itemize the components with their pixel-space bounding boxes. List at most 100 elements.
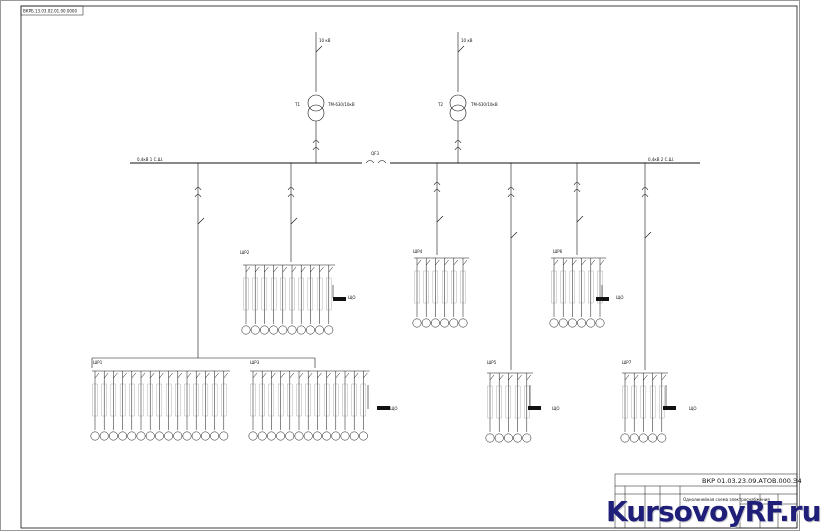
motor-symbol: [108, 431, 118, 441]
t2-id-label: T2: [437, 102, 443, 107]
outgoing-feeder: [324, 265, 334, 335]
cabinet-label-shr1: ШР1: [93, 360, 103, 365]
motor-symbol: [191, 431, 201, 441]
lighting-label-1: ЩО: [348, 295, 356, 300]
outgoing-feeder: [173, 371, 183, 441]
motor-symbol: [586, 318, 596, 328]
motor-symbol: [324, 325, 334, 335]
lighting-label-3: ЩО: [390, 406, 398, 411]
motor-symbol: [200, 431, 210, 441]
outgoing-feeder: [136, 371, 146, 441]
outgoing-feeder: [248, 371, 258, 441]
cabinet-label-shr6: ШР6: [553, 249, 563, 254]
motor-symbol: [136, 431, 146, 441]
motor-symbol: [145, 431, 155, 441]
outgoing-feeder: [567, 258, 577, 328]
outgoing-feeder: [657, 373, 667, 443]
lighting-label-4: ЩО: [552, 406, 560, 411]
outgoing-feeder: [276, 371, 286, 441]
outgoing-feeder: [200, 371, 210, 441]
lighting-panel-block: [596, 297, 609, 301]
motor-symbol: [210, 431, 220, 441]
outgoing-feeder: [99, 371, 109, 441]
outgoing-feeder: [294, 371, 304, 441]
outgoing-feeder: [522, 373, 532, 443]
motor-symbol: [340, 431, 350, 441]
motor-symbol: [629, 433, 639, 443]
lighting-panel-block: [528, 406, 541, 410]
motor-symbol: [90, 431, 100, 441]
t1-id-label: T1: [294, 102, 300, 107]
outgoing-feeder: [296, 265, 306, 335]
motor-symbol: [287, 325, 297, 335]
motor-symbol: [241, 325, 251, 335]
single-line-diagram: ВКРБ.13.03.02.01.00.0000 10 кВ T1 ТМ-630…: [0, 0, 802, 531]
motor-symbol: [440, 318, 450, 328]
motor-symbol: [99, 431, 109, 441]
motor-symbol: [322, 431, 332, 441]
outgoing-feeder: [358, 371, 368, 441]
outgoing-feeder: [257, 371, 267, 441]
outgoing-feeder: [266, 371, 276, 441]
outgoing-feeder: [549, 258, 559, 328]
outgoing-feeder: [210, 371, 220, 441]
busbar: [130, 160, 700, 164]
cabinet-label-shr3: ШР3: [250, 360, 260, 365]
motor-symbol: [285, 431, 295, 441]
outgoing-feeder: [108, 371, 118, 441]
outgoing-feeder: [620, 373, 630, 443]
feeder-lines: [91, 163, 652, 370]
cabinet-label-shr4: ШР4: [413, 249, 423, 254]
motor-symbol: [430, 318, 440, 328]
source-t1: [307, 32, 325, 163]
sheet-inner-frame: [20, 5, 798, 529]
outgoing-feeder: [340, 371, 350, 441]
motor-symbol: [485, 433, 495, 443]
motor-symbol: [349, 431, 359, 441]
motor-symbol: [127, 431, 137, 441]
outgoing-feeder: [315, 265, 325, 335]
outgoing-feeder: [154, 371, 164, 441]
outgoing-feeder: [90, 371, 100, 441]
outgoing-feeder: [503, 373, 513, 443]
outgoing-feeder: [595, 258, 605, 328]
outgoing-feeder: [331, 371, 341, 441]
motor-symbol: [269, 325, 279, 335]
motor-symbol: [276, 431, 286, 441]
lighting-panel-block: [377, 406, 390, 410]
outgoing-feeder: [449, 258, 459, 328]
motor-symbol: [567, 318, 577, 328]
lighting-panel-block: [333, 297, 346, 301]
outgoing-feeder: [287, 265, 297, 335]
cabinet-label-shr5: ШР5: [487, 360, 497, 365]
motor-symbol: [648, 433, 658, 443]
motor-symbol: [294, 431, 304, 441]
outgoing-feeder: [164, 371, 174, 441]
outgoing-feeder: [305, 265, 315, 335]
motor-symbol: [549, 318, 559, 328]
source-t2: [449, 32, 467, 163]
outgoing-feeder: [421, 258, 431, 328]
outgoing-feeder: [577, 258, 587, 328]
watermark: KursovoyRF.ru: [606, 495, 821, 528]
motor-symbol: [164, 431, 174, 441]
motor-symbol: [358, 431, 368, 441]
motor-symbol: [494, 433, 504, 443]
distribution-panels: [90, 257, 676, 443]
outgoing-feeder: [322, 371, 332, 441]
motor-symbol: [257, 431, 267, 441]
motor-symbol: [154, 431, 164, 441]
outgoing-feeder: [182, 371, 192, 441]
motor-symbol: [312, 431, 322, 441]
motor-symbol: [638, 433, 648, 443]
outgoing-feeder: [430, 258, 440, 328]
lighting-leads: [332, 285, 667, 409]
motor-symbol: [248, 431, 258, 441]
outgoing-feeder: [127, 371, 137, 441]
title-block: [614, 473, 798, 529]
outgoing-feeder: [638, 373, 648, 443]
outgoing-feeder: [259, 265, 269, 335]
shr5-panel: [485, 372, 533, 443]
sheet-outer-frame: [0, 0, 800, 531]
outgoing-feeder: [440, 258, 450, 328]
